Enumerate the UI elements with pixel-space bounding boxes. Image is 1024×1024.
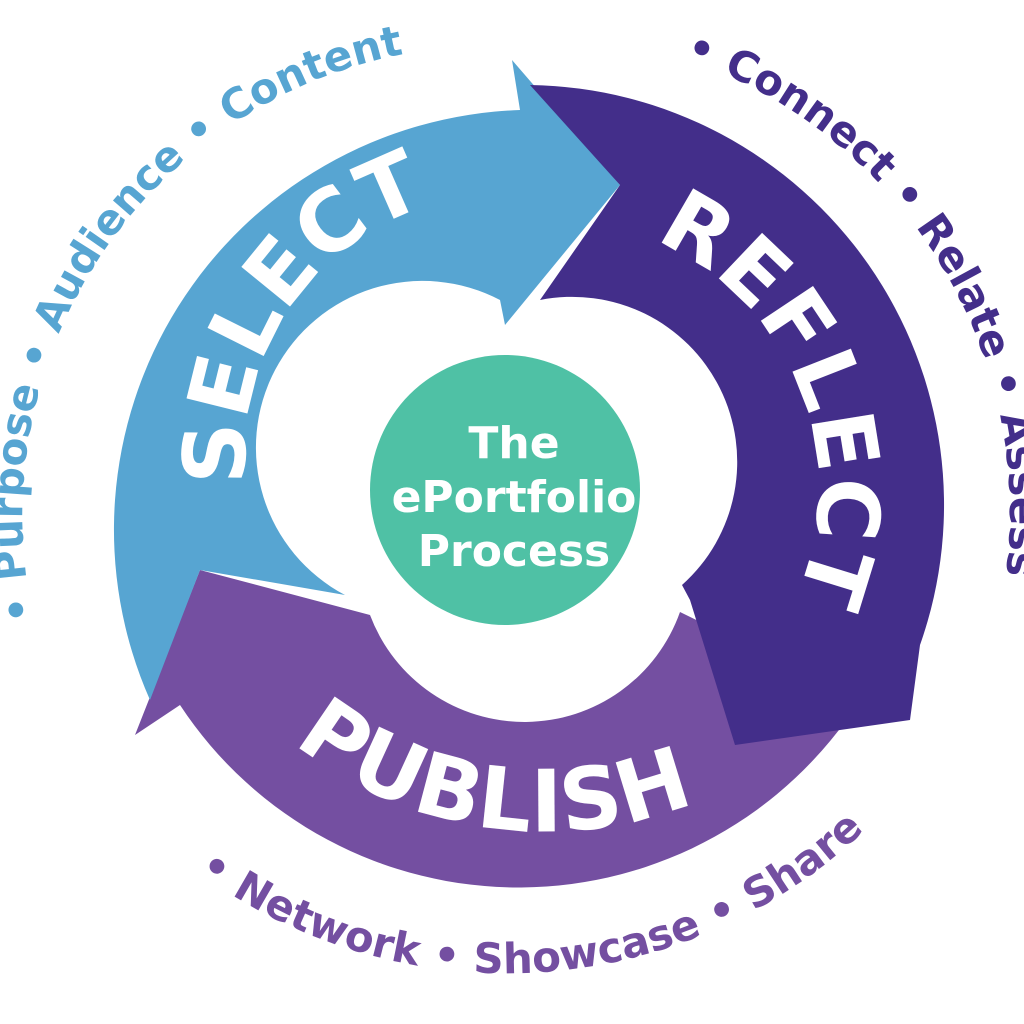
publish-item-bullet: •: [431, 929, 477, 982]
center-title-line-2: ePortfolio: [392, 472, 637, 523]
center-circle: [370, 355, 640, 625]
center-title-line-1: The: [468, 418, 559, 469]
center-title-line-3: Process: [418, 526, 610, 577]
publish-item-share: Share: [734, 801, 871, 919]
select-item-bullet: •: [0, 578, 44, 628]
select-arrow: [113, 60, 621, 700]
select-item-content: Content: [210, 16, 406, 133]
reflect-item-assess: Assess: [990, 408, 1024, 579]
reflect-item-relate: Relate: [907, 204, 1024, 378]
publish-item-showcase: Showcase: [473, 893, 720, 983]
select-item-audience: Audience: [23, 119, 204, 338]
reflect-arrow: [530, 85, 945, 745]
publish-item-network: Network: [226, 861, 438, 978]
select-item-purpose: Purpose: [0, 362, 54, 583]
publish-arrow: [135, 570, 860, 888]
